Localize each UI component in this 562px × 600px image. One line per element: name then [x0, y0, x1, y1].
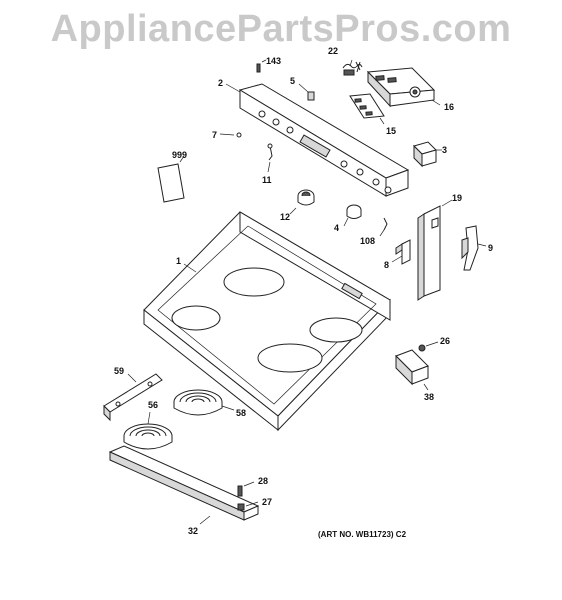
part-12-knob[interactable] — [289, 189, 315, 215]
callout-1: 1 — [176, 256, 181, 266]
callout-28: 28 — [258, 476, 268, 486]
part-38-junction-box[interactable] — [395, 349, 429, 391]
callout-27: 27 — [262, 497, 272, 507]
part-7-screw[interactable] — [219, 132, 242, 138]
part-143-screw[interactable] — [256, 59, 267, 73]
callout-999: 999 — [172, 150, 187, 160]
part-108-clip[interactable] — [379, 217, 388, 237]
part-5-clip[interactable] — [298, 83, 315, 101]
callout-32: 32 — [188, 526, 198, 536]
callout-5: 5 — [290, 76, 295, 86]
part-2-backsplash[interactable] — [225, 83, 410, 197]
part-9-end-cap[interactable] — [461, 225, 487, 271]
part-16-control-board[interactable] — [366, 67, 441, 108]
callout-11: 11 — [262, 175, 272, 185]
part-15-overlay[interactable] — [349, 93, 385, 125]
callout-16: 16 — [444, 102, 454, 112]
part-22-wire-harness[interactable] — [342, 59, 363, 76]
callout-26: 26 — [440, 336, 450, 346]
part-58-surface-element[interactable] — [173, 389, 235, 416]
callout-3: 3 — [442, 145, 447, 155]
part-1-cooktop[interactable] — [143, 211, 391, 432]
callout-8: 8 — [384, 260, 389, 270]
art-number-caption: (ART NO. WB11723) C2 — [318, 530, 407, 539]
callout-56: 56 — [148, 400, 158, 410]
part-8-bracket[interactable] — [391, 239, 411, 265]
callout-58: 58 — [236, 408, 246, 418]
part-56-surface-element[interactable] — [123, 411, 173, 450]
part-11-bracket[interactable] — [267, 143, 273, 173]
part-999-manual[interactable] — [157, 155, 185, 203]
part-59-bracket[interactable] — [103, 373, 163, 422]
part-4-knob[interactable] — [343, 204, 362, 227]
callout-143: 143 — [266, 56, 281, 66]
watermark-logo: AppliancePartsPros.com — [50, 8, 512, 50]
callout-9: 9 — [488, 243, 493, 253]
part-26-screw[interactable] — [418, 341, 439, 352]
callout-4: 4 — [334, 223, 339, 233]
callout-7: 7 — [212, 130, 217, 140]
callout-38: 38 — [424, 392, 434, 402]
callout-15: 15 — [386, 126, 396, 136]
callout-2: 2 — [218, 78, 223, 88]
callout-59: 59 — [114, 366, 124, 376]
part-19-side-trim[interactable] — [417, 199, 453, 301]
part-27-clip[interactable] — [237, 501, 259, 511]
callout-19: 19 — [452, 193, 462, 203]
part-28-screw[interactable] — [237, 481, 255, 497]
callout-22: 22 — [328, 46, 338, 56]
part-32-support-bracket[interactable] — [108, 445, 260, 525]
callout-108: 108 — [360, 236, 375, 246]
part-3-switch[interactable] — [413, 141, 442, 168]
callout-12: 12 — [280, 212, 290, 222]
